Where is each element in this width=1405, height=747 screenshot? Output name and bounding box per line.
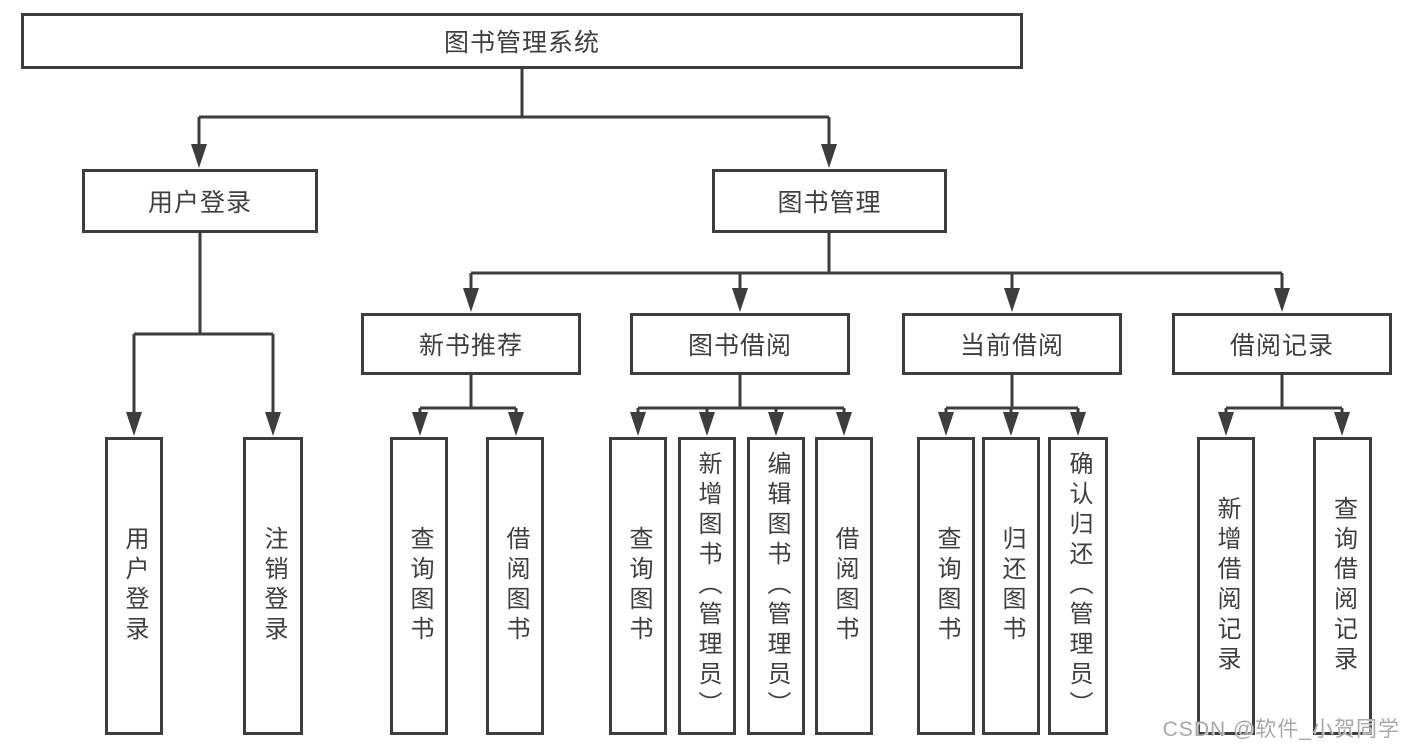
node-label: 查询图书 [933, 526, 960, 646]
node-label: 新书推荐 [418, 332, 523, 360]
leaf-add-books-admin: 新增图书（管理员） [678, 437, 736, 735]
node-current-borrowing: 当前借阅 [902, 313, 1122, 375]
node-label: 借阅记录 [1229, 332, 1334, 360]
arrowhead-icon [630, 412, 646, 436]
node-new-book-recommend: 新书推荐 [361, 313, 581, 375]
node-label: 确认归还（管理员） [1065, 451, 1092, 721]
leaf-confirm-return-admin: 确认归还（管理员） [1048, 437, 1108, 735]
arrowhead-icon [699, 412, 715, 436]
arrowhead-icon [768, 412, 784, 436]
arrowhead-icon [463, 288, 479, 312]
node-label: 查询借阅记录 [1329, 496, 1357, 676]
arrowhead-icon [126, 412, 142, 436]
leaf-borrowing-query-books: 查询图书 [609, 437, 667, 735]
node-label: 用户登录 [147, 189, 252, 217]
arrowhead-icon [1003, 412, 1019, 436]
node-label: 编辑图书（管理员） [763, 451, 790, 721]
arrowhead-icon [412, 412, 428, 436]
node-label: 新增图书（管理员） [694, 451, 721, 721]
leaf-user-login: 用户登录 [105, 437, 163, 735]
csdn-watermark: CSDN @软件_小贺同学 [1162, 718, 1400, 741]
node-label: 查询图书 [625, 526, 652, 646]
arrowhead-icon [191, 144, 207, 168]
node-library-system: 图书管理系统 [21, 13, 1023, 69]
node-label: 当前借阅 [959, 332, 1064, 360]
node-label: 借阅图书 [502, 526, 529, 646]
leaf-borrowing-borrow-books: 借阅图书 [815, 437, 873, 735]
arrowhead-icon [265, 412, 281, 436]
node-label: 图书管理 [777, 189, 882, 217]
node-label: 新增借阅记录 [1213, 496, 1240, 676]
node-borrowing-records: 借阅记录 [1172, 313, 1392, 375]
arrowhead-icon [1218, 412, 1234, 436]
arrowhead-icon [1274, 288, 1290, 312]
node-label: 图书借阅 [687, 332, 792, 360]
node-label: 借阅图书 [831, 526, 858, 646]
leaf-recommend-borrow-books: 借阅图书 [486, 437, 544, 735]
leaf-edit-books-admin: 编辑图书（管理员） [747, 437, 805, 735]
arrowhead-icon [938, 412, 954, 436]
node-label: 注销登录 [260, 526, 287, 646]
node-user-login: 用户登录 [82, 169, 318, 233]
node-book-management: 图书管理 [712, 169, 947, 233]
node-label: 用户登录 [121, 526, 148, 646]
node-label: 图书管理系统 [443, 29, 600, 57]
arrowhead-icon [1334, 412, 1350, 436]
leaf-logout: 注销登录 [243, 437, 303, 735]
arrowhead-icon [1004, 288, 1020, 312]
leaf-add-borrow-record: 新增借阅记录 [1197, 437, 1255, 735]
arrowhead-icon [836, 412, 852, 436]
arrowhead-icon [508, 412, 524, 436]
leaf-query-borrow-record: 查询借阅记录 [1313, 437, 1372, 735]
arrowhead-icon [732, 288, 748, 312]
leaf-return-books: 归还图书 [982, 437, 1040, 735]
node-label: 查询图书 [406, 526, 433, 646]
node-label: 归还图书 [998, 526, 1025, 646]
arrowhead-icon [1070, 412, 1086, 436]
node-book-borrowing: 图书借阅 [630, 313, 850, 375]
leaf-recommend-query-books: 查询图书 [390, 437, 448, 735]
leaf-current-query-books: 查询图书 [917, 437, 975, 735]
arrowhead-icon [821, 144, 837, 168]
